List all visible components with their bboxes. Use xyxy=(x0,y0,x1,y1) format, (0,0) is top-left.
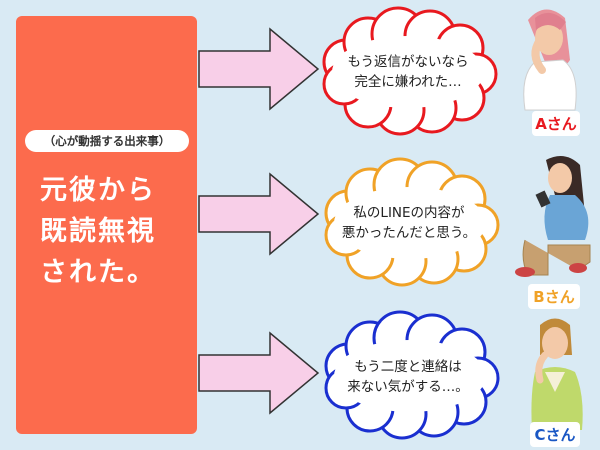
thought-line: 悪かったんだと思う。 xyxy=(341,225,477,241)
person-label-c: Cさん xyxy=(530,422,580,447)
person-a-illustration xyxy=(523,9,577,111)
arrow-right-icon xyxy=(198,27,320,111)
person-b-illustration xyxy=(515,156,591,277)
event-panel xyxy=(16,16,197,434)
thought-line: 完全に嫌われた… xyxy=(354,74,462,90)
arrow-right-icon xyxy=(198,172,320,256)
thought-line: もう二度と連絡は xyxy=(354,359,462,375)
person-c-illustration xyxy=(531,318,583,430)
thought-line: もう返信がないなら xyxy=(347,54,469,70)
event-headline: 元彼から 既読無視 された。 xyxy=(40,170,190,293)
person-label-b: Bさん xyxy=(528,284,580,309)
thought-text-c: もう二度と連絡は 来ない気がする…。 xyxy=(333,357,483,397)
thought-text-b: 私のLINEの内容が 悪かったんだと思う。 xyxy=(328,203,490,243)
thought-text-a: もう返信がないなら 完全に嫌われた… xyxy=(333,52,483,92)
thought-line: 私のLINEの内容が xyxy=(353,205,465,221)
thought-cloud-a xyxy=(322,6,498,136)
thought-cloud-c xyxy=(324,310,500,440)
headline-line: 元彼から xyxy=(40,175,156,206)
person-label-a: Aさん xyxy=(532,111,580,136)
headline-line: 既読無視 xyxy=(40,216,156,247)
thought-line: 来ない気がする…。 xyxy=(347,379,469,395)
thought-cloud-b xyxy=(324,157,500,287)
event-tag: （心が動揺する出来事） xyxy=(25,130,189,152)
arrow-right-icon xyxy=(198,331,320,415)
headline-line: された。 xyxy=(40,257,156,288)
